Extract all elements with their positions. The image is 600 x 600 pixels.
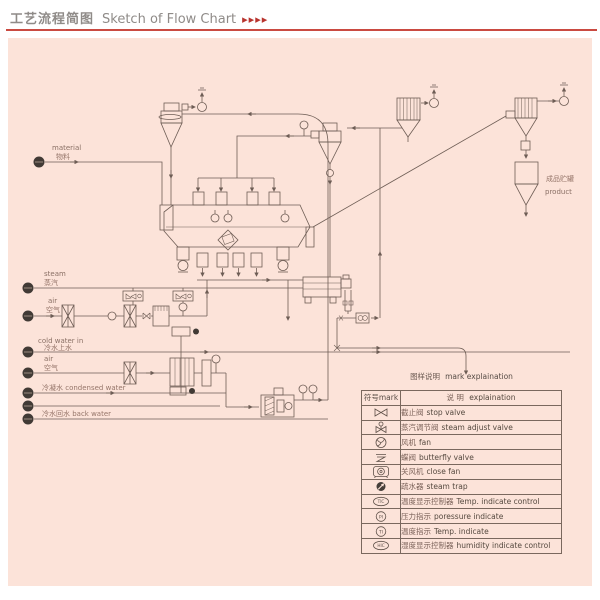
fluid-bed-dryer (159, 191, 315, 277)
cyclone-1 (158, 102, 189, 205)
diagram-panel: material 物料 steam 蒸汽 air 空气 cold water i… (8, 38, 592, 586)
exhaust-fan-2 (421, 84, 439, 108)
temp-indicate-icon: TI (375, 525, 387, 537)
title-arrows-icon: ▸▸▸▸ (242, 13, 269, 26)
bag-filter-1 (396, 97, 421, 142)
pressure-indicate-icon: PI (375, 511, 387, 522)
svg-text:HIC: HIC (377, 543, 384, 548)
service-lines (34, 159, 570, 420)
label-material-zh: 物料 (56, 152, 70, 161)
label-steam-zh: 蒸汽 (44, 278, 58, 287)
svg-text:TI: TI (378, 529, 383, 535)
stop-valve-icon (374, 408, 388, 417)
page-title-zh: 工艺流程简图 (10, 12, 95, 27)
label-steam-en: steam (44, 270, 66, 278)
legend-header-symbol: 符号mark (361, 390, 401, 406)
legend: 图样说明 mark explaination 符号mark 说 明 explain… (361, 371, 562, 554)
label-product-en: product (545, 188, 572, 196)
close-fan-icon (373, 466, 389, 479)
recirculation-duct (182, 111, 329, 400)
label-air2-en: air (44, 355, 53, 363)
legend-header-row: 符号mark 说 明 explaination (361, 390, 562, 406)
legend-title-zh: 图样说明 (410, 372, 441, 381)
diagram-labels: material 物料 steam 蒸汽 air 空气 cold water i… (38, 144, 574, 418)
label-back-water: 冷水回水 back water (42, 409, 111, 418)
blower-unit (260, 384, 328, 418)
humidity-indicate-control-icon: HIC (373, 541, 389, 551)
label-air2-zh: 空气 (44, 363, 58, 372)
air-filter-heater-1 (61, 304, 199, 393)
label-cold-water-en: cold water in (38, 337, 83, 345)
label-condensed-water: 冷凝水 condensed water (42, 383, 126, 392)
svg-text:PI: PI (379, 514, 383, 520)
discharge-lines (197, 277, 303, 321)
label-material-en: material (52, 144, 81, 152)
steam-valve-assemblies (122, 288, 194, 316)
label-cold-water-zh: 冷水上水 (44, 343, 72, 352)
inlet-dots (22, 156, 45, 425)
exhaust-fan-3 (537, 82, 569, 106)
butterfly-valve-icon (375, 453, 387, 462)
svg-text:TIC: TIC (377, 499, 385, 504)
product-tank (514, 136, 539, 217)
label-product-zh: 成品贮罐 (546, 174, 574, 183)
legend-title: 图样说明 mark explaination (361, 371, 562, 382)
bag-filter-2 (505, 97, 538, 137)
exhaust-fan-1 (188, 87, 207, 112)
page-title: 工艺流程简图 Sketch of Flow Chart ▸▸▸▸ (10, 8, 268, 27)
temp-indicate-control-icon: TIC (373, 496, 389, 507)
cooler-drain-pump (333, 128, 469, 375)
fluid-bed-cooler (302, 274, 352, 304)
air-filter-heater-2 (123, 354, 221, 396)
legend-header-explain: 说 明 explaination (400, 390, 562, 406)
legend-title-en: mark explaination (445, 372, 513, 381)
dryer-feed-manifold (195, 125, 402, 192)
label-air1-zh: 空气 (46, 305, 60, 314)
label-air1-en: air (48, 297, 57, 305)
exhaust-diagonal (312, 115, 507, 228)
title-underline (6, 29, 597, 31)
steam-trap-icon (376, 482, 386, 492)
fan-icon (375, 436, 387, 448)
cyclone-2 (299, 120, 342, 277)
steam-adjust-valve-icon (375, 421, 387, 434)
flow-diagram: material 物料 steam 蒸汽 air 空气 cold water i… (22, 82, 574, 425)
page-title-en: Sketch of Flow Chart (102, 12, 237, 27)
